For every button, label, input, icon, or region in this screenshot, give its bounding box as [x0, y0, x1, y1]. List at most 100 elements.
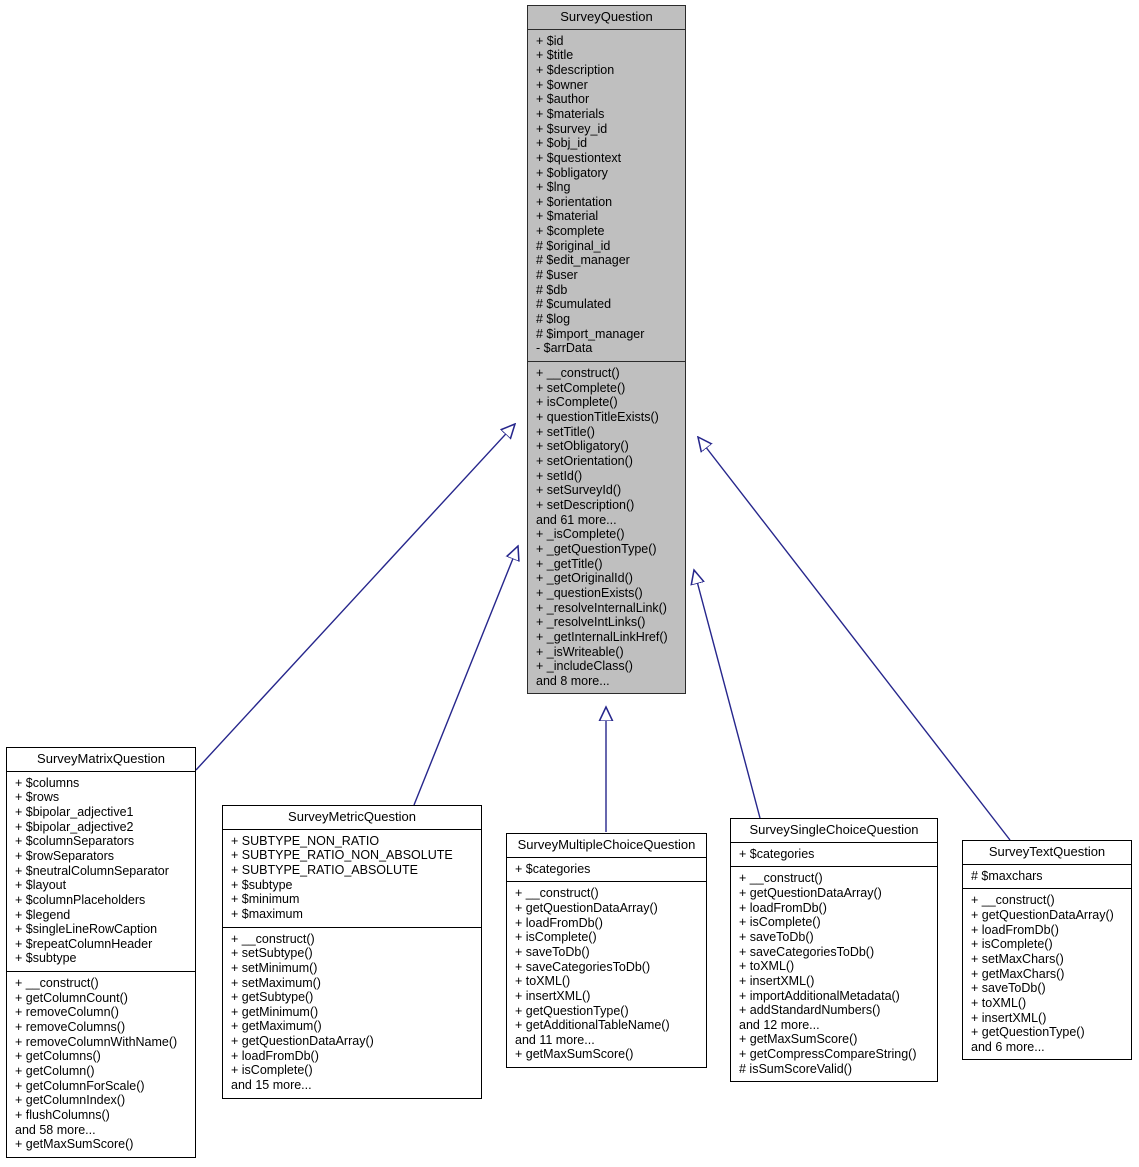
class-box-survey-text-question[interactable]: SurveyTextQuestion # $maxchars + __const… [962, 840, 1132, 1061]
class-box-survey-question[interactable]: SurveyQuestion + $id+ $title+ $descripti… [527, 5, 686, 695]
class-member-row: + _questionExists() [536, 585, 643, 600]
class-member-row: + getQuestionType() [515, 1003, 629, 1018]
attributes-survey-question: + $id+ $title+ $description+ $owner+ $au… [528, 30, 685, 361]
class-member-row: + __construct() [515, 886, 599, 901]
class-member-row: + $layout [15, 878, 67, 893]
class-member-row: + $obj_id [536, 136, 588, 151]
class-member-row: + getMaxSumScore() [515, 1047, 634, 1062]
class-member-row: + _isComplete() [536, 527, 625, 542]
class-member-row: # isSumScoreValid() [739, 1061, 853, 1076]
class-member-row: # $log [536, 312, 571, 327]
class-member-row: + $id [536, 33, 564, 48]
divider [507, 881, 706, 883]
divider [7, 971, 195, 973]
class-title-survey-metric-question: SurveyMetricQuestion [288, 809, 416, 824]
class-box-survey-single-choice-question[interactable]: SurveySingleChoiceQuestion + $categories… [730, 818, 938, 1083]
class-member-row: + $description [536, 62, 615, 77]
class-member-row: + __construct() [739, 871, 823, 886]
attributes-survey-matrix-question: + $columns+ $rows+ $bipolar_adjective1+ … [7, 772, 195, 972]
class-member-row: + getQuestionType() [971, 1025, 1085, 1040]
class-member-row: + saveCategoriesToDb() [739, 944, 875, 959]
class-title-survey-text-question: SurveyTextQuestion [988, 844, 1106, 859]
class-member-row: + toXML() [515, 974, 571, 989]
class-member-row: + $questiontext [536, 150, 622, 165]
class-member-row: + getSubtype() [231, 990, 314, 1005]
divider [528, 361, 685, 363]
class-member-row: + isComplete() [231, 1063, 313, 1078]
class-member-row: + setTitle() [536, 424, 595, 439]
class-member-row: + saveToDb() [739, 929, 814, 944]
class-member-row: and 61 more... [536, 512, 617, 527]
class-box-survey-multiple-choice-question[interactable]: SurveyMultipleChoiceQuestion + $categori… [506, 833, 707, 1069]
divider [963, 888, 1131, 890]
class-member-row: + removeColumns() [15, 1020, 126, 1035]
class-title-survey-single-choice-question: SurveySingleChoiceQuestion [749, 822, 919, 837]
class-member-row: + __construct() [15, 976, 99, 991]
class-member-row: + questionTitleExists() [536, 410, 659, 424]
class-member-row: + $minimum [231, 892, 300, 907]
class-member-row: and 15 more... [231, 1078, 312, 1093]
class-member-row: + getMaxSumScore() [15, 1137, 134, 1152]
divider [731, 866, 937, 868]
class-member-row: + removeColumnWithName() [15, 1034, 178, 1049]
attributes-survey-text-question: # $maxchars [963, 865, 1131, 889]
class-member-row: + addStandardNumbers() [739, 1003, 881, 1018]
class-member-row: and 58 more... [15, 1122, 96, 1137]
class-member-row: + _includeClass() [536, 659, 633, 674]
class-member-row: + $survey_id [536, 121, 608, 136]
divider [223, 828, 481, 830]
connector-text-to-base [698, 437, 1011, 841]
class-member-row: + __construct() [971, 893, 1055, 908]
class-member-row: + $title [536, 48, 574, 63]
class-member-row: + $legend [15, 907, 71, 922]
class-member-row: + loadFromDb() [739, 900, 827, 915]
class-member-row: + $subtype [231, 877, 293, 892]
class-member-row: + $maximum [231, 906, 303, 921]
class-member-row: + _resolveInternalLink() [536, 600, 667, 615]
divider [528, 28, 685, 30]
class-member-row: + SUBTYPE_RATIO_NON_ABSOLUTE [231, 848, 453, 863]
class-member-row: + getAdditionalTableName() [515, 1018, 670, 1033]
divider [507, 856, 706, 858]
class-member-row: + setId() [536, 468, 583, 483]
class-member-row: # $original_id [536, 238, 611, 253]
operations-survey-question: + __construct()+ setComplete()+ isComple… [528, 362, 685, 693]
class-member-row: + $categories [739, 846, 815, 861]
class-member-row: + setComplete() [536, 380, 626, 395]
class-member-row: + setObligatory() [536, 439, 629, 454]
class-member-row: + $owner [536, 77, 588, 92]
class-member-row: + SUBTYPE_NON_RATIO [231, 833, 380, 848]
class-member-row: + $neutralColumnSeparator [15, 863, 169, 878]
class-member-row: and 8 more... [536, 673, 610, 688]
class-member-row: + getQuestionDataArray() [739, 885, 882, 900]
attributes-survey-single-choice-question: + $categories [731, 843, 937, 867]
class-member-row: + getMinimum() [231, 1004, 319, 1019]
class-member-row: + loadFromDb() [515, 915, 603, 930]
class-member-row: + $obligatory [536, 165, 608, 180]
class-member-row: + toXML() [971, 995, 1027, 1010]
connector-metric-to-base [413, 546, 518, 806]
class-member-row: + toXML() [739, 959, 795, 974]
class-member-row: # $import_manager [536, 326, 645, 341]
divider [963, 863, 1131, 865]
class-box-survey-metric-question[interactable]: SurveyMetricQuestion + SUBTYPE_NON_RATIO… [222, 805, 482, 1099]
class-member-row: + setDescription() [536, 497, 635, 512]
class-member-row: + setOrientation() [536, 453, 633, 468]
class-member-row: and 6 more... [971, 1039, 1045, 1054]
class-member-row: + saveToDb() [971, 981, 1046, 996]
class-member-row: + _resolveIntLinks() [536, 615, 646, 630]
class-member-row: + insertXML() [515, 988, 591, 1003]
class-member-row: + getColumn() [15, 1064, 95, 1079]
class-member-row: + insertXML() [971, 1010, 1047, 1025]
class-member-row: + $orientation [536, 194, 613, 209]
connector-matrix-to-base [195, 424, 515, 771]
attributes-survey-metric-question: + SUBTYPE_NON_RATIO+ SUBTYPE_RATIO_NON_A… [223, 830, 481, 927]
class-box-survey-matrix-question[interactable]: SurveyMatrixQuestion + $columns+ $rows+ … [6, 747, 196, 1158]
class-member-row: + __construct() [231, 931, 315, 946]
class-member-row: + _getOriginalId() [536, 571, 633, 586]
attributes-survey-multiple-choice-question: + $categories [507, 858, 706, 882]
class-member-row: + _getTitle() [536, 556, 603, 571]
divider [7, 770, 195, 772]
class-member-row: + loadFromDb() [971, 922, 1059, 937]
